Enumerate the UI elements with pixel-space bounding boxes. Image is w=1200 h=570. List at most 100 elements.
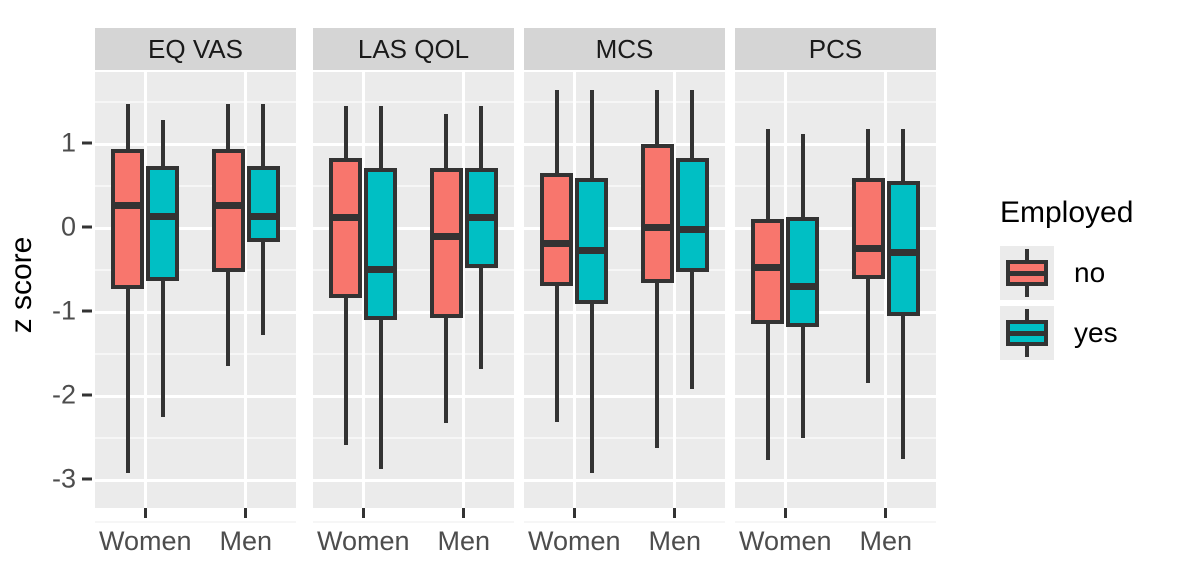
gridline-major	[735, 310, 936, 314]
gridline-major	[313, 394, 514, 398]
gridline-major	[313, 143, 514, 147]
gridline-major	[524, 394, 725, 398]
boxplot-median	[111, 201, 145, 209]
facet-panel	[524, 72, 725, 523]
x-tick-label: Men	[219, 526, 273, 556]
gridline-major	[95, 143, 296, 147]
gridline-minor	[735, 185, 936, 188]
y-tick-label: 0	[60, 211, 76, 242]
y-tick-mark	[82, 393, 92, 397]
legend-whisker-bottom-icon	[1025, 345, 1029, 357]
boxplot-box	[786, 217, 820, 327]
boxplot-median	[211, 201, 245, 209]
legend-whisker-top-icon	[1025, 309, 1029, 321]
legend-entry[interactable]: yes	[1000, 306, 1133, 360]
x-tick-label: Women	[98, 526, 192, 556]
x-tick-label: Men	[859, 526, 913, 556]
boxplot-median	[640, 224, 674, 232]
gridline-vertical	[361, 72, 365, 508]
gridline-minor	[524, 269, 725, 272]
legend-whisker-bottom-icon	[1025, 285, 1029, 297]
gridline-major	[735, 478, 936, 482]
gridline-minor	[95, 269, 296, 272]
gridline-vertical	[783, 72, 787, 508]
y-axis-title: z score	[5, 236, 38, 334]
boxplot-median	[575, 247, 609, 255]
legend-median-icon	[1006, 331, 1048, 336]
legend-entry-label: no	[1074, 257, 1106, 288]
legend-entries: no yes	[1000, 246, 1133, 360]
x-tick-mark	[143, 508, 147, 518]
gridline-minor	[95, 520, 296, 523]
boxplot-median	[429, 232, 463, 240]
facet-panel	[95, 72, 296, 523]
x-tick-label: Women	[316, 526, 410, 556]
boxplot-median	[364, 266, 398, 274]
boxplot-median	[851, 244, 885, 252]
x-tick-mark	[783, 508, 787, 518]
legend-median-icon	[1006, 271, 1048, 276]
gridline-vertical	[673, 72, 677, 508]
boxplot-box	[575, 178, 609, 305]
x-tick-mark	[572, 508, 576, 518]
legend: Employed no yes	[1000, 196, 1133, 366]
facet-strip-label: PCS	[735, 28, 936, 70]
gridline-minor	[735, 520, 936, 523]
boxplot-box	[540, 172, 574, 286]
gridline-major	[524, 478, 725, 482]
x-tick-mark	[884, 508, 888, 518]
legend-entry[interactable]: no	[1000, 246, 1133, 300]
legend-key-swatch	[1000, 306, 1054, 360]
legend-entry-label: yes	[1074, 317, 1118, 348]
gridline-vertical	[143, 72, 147, 508]
y-tick-label: 1	[60, 127, 76, 158]
y-tick-mark	[82, 477, 92, 481]
boxplot-box	[111, 149, 145, 290]
x-tick-mark	[462, 508, 466, 518]
boxplot-box	[146, 165, 180, 281]
gridline-minor	[313, 185, 514, 188]
x-tick-label: Women	[738, 526, 832, 556]
gridline-minor	[735, 101, 936, 104]
facet-strip-label: MCS	[524, 28, 725, 70]
boxplot-box	[640, 144, 674, 284]
y-tick-label: -1	[51, 295, 76, 326]
gridline-minor	[95, 352, 296, 355]
boxplot-median	[329, 213, 363, 221]
facet-strip-label: EQ VAS	[95, 28, 296, 70]
x-tick-mark	[673, 508, 677, 518]
boxplot-median	[886, 248, 920, 256]
gridline-major	[735, 143, 936, 147]
boxplot-box	[751, 218, 785, 325]
gridline-major	[735, 394, 936, 398]
boxplot-median	[786, 283, 820, 291]
gridline-minor	[313, 101, 514, 104]
boxplot-median	[751, 263, 785, 271]
gridline-minor	[95, 101, 296, 104]
boxplot-median	[146, 212, 180, 220]
legend-whisker-top-icon	[1025, 249, 1029, 261]
y-tick-mark	[82, 309, 92, 313]
gridline-major	[524, 143, 725, 147]
gridline-vertical	[462, 72, 466, 508]
boxplot-box	[329, 158, 363, 299]
gridline-vertical	[572, 72, 576, 508]
y-tick-mark	[82, 225, 92, 229]
x-tick-label: Men	[648, 526, 702, 556]
x-tick-mark	[361, 508, 365, 518]
gridline-minor	[313, 520, 514, 523]
boxplot-box	[851, 178, 885, 280]
x-tick-label: Men	[437, 526, 491, 556]
gridline-major	[524, 227, 725, 231]
gridline-major	[735, 227, 936, 231]
gridline-minor	[95, 185, 296, 188]
boxplot-box	[429, 168, 463, 318]
gridline-minor	[524, 101, 725, 104]
boxplot-median	[246, 212, 280, 220]
gridline-major	[95, 478, 296, 482]
gridline-vertical	[884, 72, 888, 508]
gridline-major	[524, 310, 725, 314]
legend-title: Employed	[1000, 196, 1134, 229]
gridline-minor	[524, 352, 725, 355]
